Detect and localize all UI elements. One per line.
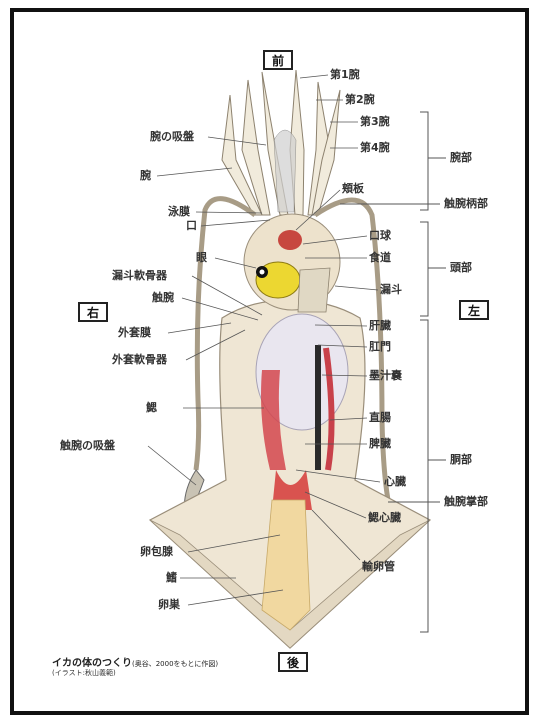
label-rectum: 直腸 bbox=[369, 411, 391, 425]
label-arm: 腕 bbox=[140, 169, 151, 183]
label-ovary: 卵巣 bbox=[158, 598, 180, 612]
label-arm3: 第3腕 bbox=[360, 115, 390, 129]
label-funnel-cartilage: 漏斗軟骨器 bbox=[112, 269, 167, 283]
label-arm2: 第2腕 bbox=[345, 93, 375, 107]
group-arm-section: 腕部 bbox=[450, 151, 472, 165]
label-mouth: 口 bbox=[186, 219, 197, 233]
label-liver: 肝臓 bbox=[369, 319, 391, 333]
left-box: 左 bbox=[459, 300, 489, 320]
label-eye: 眼 bbox=[196, 251, 207, 265]
group-trunk-section: 胴部 bbox=[450, 453, 472, 467]
label-tentacle: 触腕 bbox=[152, 291, 174, 305]
back-box: 後 bbox=[278, 652, 308, 672]
label-outer-membrane: 外套膜 bbox=[118, 326, 151, 340]
right-box: 右 bbox=[78, 302, 108, 322]
label-gill: 鰓 bbox=[146, 401, 157, 415]
label-arm-suckers: 腕の吸盤 bbox=[150, 130, 194, 144]
label-arm4: 第4腕 bbox=[360, 141, 390, 155]
label-heart: 心臓 bbox=[384, 475, 406, 489]
label-swim-membrane: 泳膜 bbox=[168, 205, 190, 219]
caption-source: (奥谷、2000をもとに作図) bbox=[132, 660, 218, 668]
label-spleen: 脾臓 bbox=[369, 437, 391, 451]
caption-credit: (イラスト:秋山義範) bbox=[52, 668, 116, 678]
buccal-bulb bbox=[278, 230, 302, 250]
label-oviduct: 輸卵管 bbox=[362, 560, 395, 574]
caption-title-line: イカの体のつくり(奥谷、2000をもとに作図) bbox=[52, 654, 218, 669]
group-head-section: 頭部 bbox=[450, 261, 472, 275]
label-arm1: 第1腕 bbox=[330, 68, 360, 82]
label-cheek-plate: 頬板 bbox=[342, 182, 364, 196]
label-buccal-bulb: 口球 bbox=[369, 229, 391, 243]
label-mantle-cartilage: 外套軟骨器 bbox=[112, 353, 167, 367]
group-tentacle-club: 触腕掌部 bbox=[444, 495, 488, 509]
front-box: 前 bbox=[263, 50, 293, 70]
arm-suckers bbox=[274, 130, 296, 212]
label-anus: 肛門 bbox=[369, 340, 391, 354]
label-ink-sac: 墨汁嚢 bbox=[369, 369, 402, 383]
label-branchial-heart: 鰓心臓 bbox=[368, 511, 401, 525]
label-nidamental-gland: 卵包腺 bbox=[140, 545, 173, 559]
label-fin: 鰭 bbox=[166, 571, 177, 585]
group-tentacle-stalk: 触腕柄部 bbox=[444, 197, 488, 211]
label-tentacle-suckers: 触腕の吸盤 bbox=[60, 439, 115, 453]
funnel-shape bbox=[298, 268, 330, 312]
label-funnel: 漏斗 bbox=[380, 283, 402, 297]
label-esophagus: 食道 bbox=[369, 251, 391, 265]
